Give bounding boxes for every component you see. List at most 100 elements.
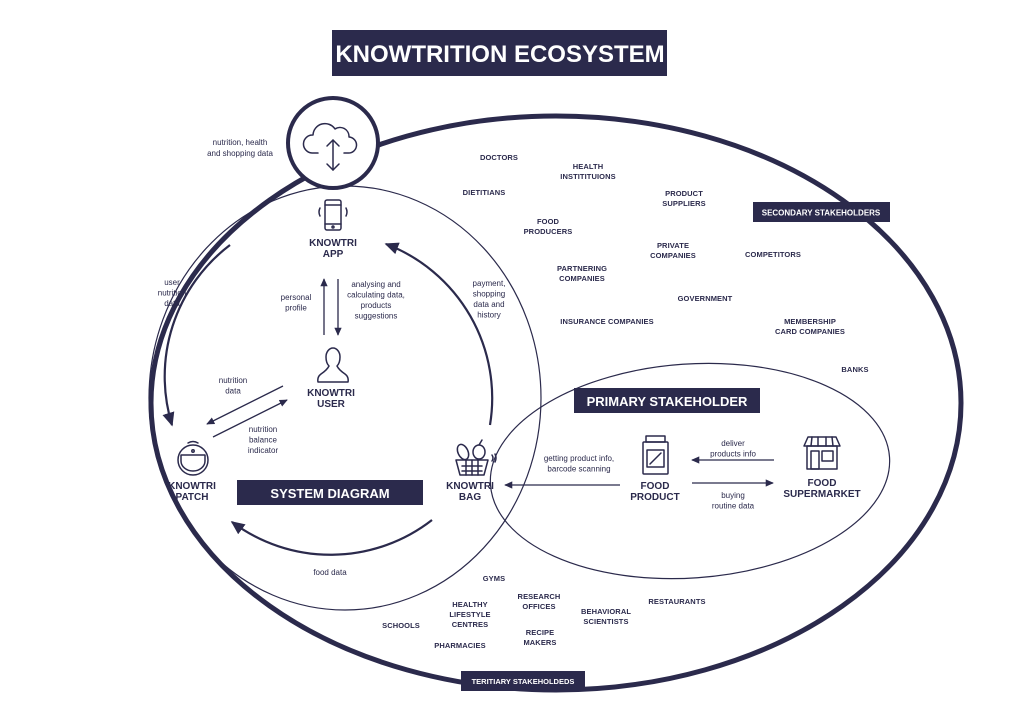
flow-label: nutrition, health and shopping data: [207, 138, 273, 158]
flow-label: getting product info,barcode scanning: [544, 454, 614, 474]
secondary-stakeholder: DOCTORS: [480, 153, 518, 162]
label-line: personal: [281, 293, 312, 302]
label-line: data: [225, 387, 241, 396]
label-line: GYMS: [483, 574, 506, 583]
label-line: PRIVATE: [657, 241, 689, 250]
tertiary-stakeholder: GYMS: [483, 574, 506, 583]
primary-label-box: [574, 388, 760, 413]
label-line: FOOD: [641, 481, 670, 492]
label-line: SUPPLIERS: [662, 199, 705, 208]
label-line: MAKERS: [523, 638, 556, 647]
label-line: nutrition: [249, 425, 277, 434]
label-line: FOOD: [808, 478, 837, 489]
label-line: RESTAURANTS: [648, 597, 705, 606]
label-line: balance: [249, 436, 278, 445]
flow-label: personal profile: [281, 293, 312, 313]
label-line: RECIPE: [526, 628, 555, 637]
arrow-bag-to-app: [384, 242, 494, 426]
label-line: COMPANIES: [559, 274, 605, 283]
label-line: USER: [317, 399, 346, 410]
label-line: SUPERMARKET: [783, 489, 860, 500]
label-line: data: [164, 299, 180, 308]
label-line: nutrition: [158, 289, 186, 298]
label-line: PRODUCT: [630, 492, 679, 503]
label-line: COMPANIES: [650, 251, 696, 260]
label-line: CARD COMPANIES: [775, 327, 845, 336]
arrow-bag-to-patch: [230, 519, 433, 556]
tertiary-stakeholder: RESTAURANTS: [648, 597, 705, 606]
system-label: SYSTEM DIAGRAM: [270, 486, 389, 501]
label-line: PRODUCT: [665, 189, 703, 198]
label-line: history: [477, 311, 501, 320]
label-line: KNOWTRI: [446, 481, 494, 492]
flow-label: food data: [313, 568, 347, 577]
tertiary-stakeholder: PHARMACIES: [434, 641, 485, 650]
page-title: KNOWTRITION ECOSYSTEM: [335, 41, 664, 68]
label-line: SCHOOLS: [382, 621, 420, 630]
secondary-stakeholder: DIETITIANS: [463, 188, 506, 197]
flow-label: analysing and calculating data,products su…: [347, 280, 405, 321]
label-line: PRODUCERS: [524, 227, 573, 236]
system-label-box: [237, 480, 423, 505]
label-line: user: [164, 278, 180, 287]
shopping-basket-icon: [455, 439, 497, 476]
secondary-stakeholder: COMPETITORS: [745, 250, 801, 259]
label-line: INSURANCE COMPANIES: [560, 317, 653, 326]
user-icon: [317, 347, 349, 383]
smartphone-icon: [318, 199, 348, 231]
primary-ellipse: [489, 362, 891, 580]
label-line: suggestions: [355, 312, 398, 321]
secondary-stakeholder: INSURANCE COMPANIES: [560, 317, 653, 326]
label-line: indicator: [248, 446, 279, 455]
label-line: barcode scanning: [547, 465, 610, 474]
label-line: products info: [710, 450, 756, 459]
label-line: FOOD: [537, 217, 560, 226]
label-line: GOVERNMENT: [678, 294, 733, 303]
label-line: HEALTH: [573, 162, 603, 171]
label-line: and shopping data: [207, 149, 273, 158]
label-line: KNOWTRI: [168, 481, 216, 492]
label-line: MEMBERSHIP: [784, 317, 836, 326]
label-line: profile: [285, 304, 307, 313]
label-line: KNOWTRI: [307, 388, 355, 399]
label-line: OFFICES: [522, 602, 555, 611]
secondary-stakeholder: GOVERNMENT: [678, 294, 733, 303]
label-line: PHARMACIES: [434, 641, 485, 650]
label-line: BAG: [459, 492, 481, 503]
cloud-sync-icon: [302, 122, 358, 171]
tertiary-label: TERITIARY STAKEHOLDEDS: [472, 677, 575, 686]
label-line: DIETITIANS: [463, 188, 506, 197]
label-line: COMPETITORS: [745, 250, 801, 259]
label-line: DOCTORS: [480, 153, 518, 162]
label-line: calculating data,: [347, 291, 405, 300]
patch-device-icon: [177, 440, 209, 476]
arrow-app-to-patch: [162, 244, 231, 427]
tertiary-stakeholder: SCHOOLS: [382, 621, 420, 630]
label-line: routine data: [712, 502, 755, 511]
label-line: KNOWTRI: [309, 238, 357, 249]
label-line: analysing and: [351, 280, 400, 289]
label-line: PARTNERING: [557, 264, 607, 273]
label-line: PATCH: [176, 492, 209, 503]
label-line: products: [361, 301, 392, 310]
label-line: nutrition: [219, 376, 247, 385]
label-line: payment,: [473, 279, 506, 288]
label-line: nutrition, health: [213, 138, 268, 147]
primary-label: PRIMARY STAKEHOLDER: [587, 394, 748, 409]
label-line: RESEARCH: [518, 592, 561, 601]
